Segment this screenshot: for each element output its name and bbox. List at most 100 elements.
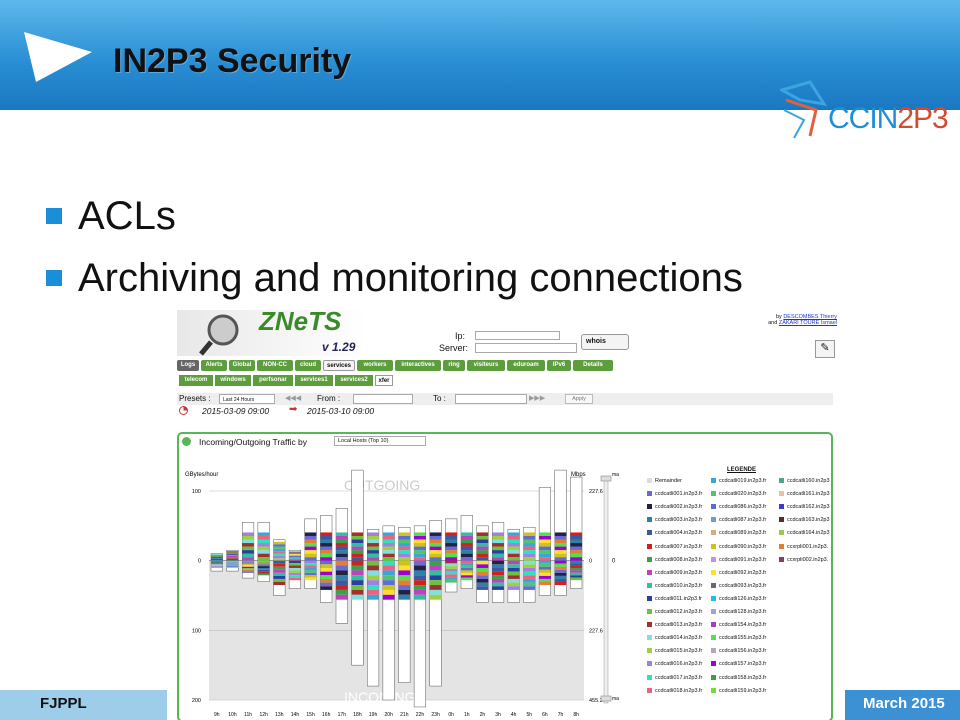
outgoing-segment xyxy=(320,543,332,547)
from-input[interactable] xyxy=(353,394,413,404)
outgoing-segment xyxy=(304,546,317,551)
incoming-segment xyxy=(554,575,567,579)
tab-services[interactable]: services xyxy=(323,360,355,371)
subtab-xfer[interactable]: xfer xyxy=(375,375,393,386)
outgoing-segment xyxy=(570,557,582,561)
incoming-segment xyxy=(211,562,223,564)
subtab-services1[interactable]: services1 xyxy=(295,375,333,386)
outgoing-segment xyxy=(492,553,504,558)
app-screenshot: ZNeTS v 1.29 Ip: Server: whois by DESCOM… xyxy=(167,300,845,720)
incoming-segment xyxy=(304,565,317,568)
wrench-icon[interactable]: ✎ xyxy=(815,340,835,358)
ip-input[interactable] xyxy=(475,331,560,340)
clock-icon xyxy=(179,406,188,415)
incoming-segment xyxy=(507,567,520,572)
legend-label: ccdcatli092.in2p3.fr xyxy=(719,569,767,576)
arrow-flag-icon xyxy=(24,32,92,82)
legend-swatch xyxy=(779,556,784,562)
incoming-segment xyxy=(523,567,536,572)
y-tick-left: 0 xyxy=(198,559,201,565)
incoming-segment xyxy=(226,561,239,563)
legend-swatch xyxy=(711,635,716,641)
legend-swatch xyxy=(647,661,652,667)
subtab-windows[interactable]: windows xyxy=(215,375,251,386)
subtab-telecom[interactable]: telecom xyxy=(179,375,213,386)
legend-swatch xyxy=(711,595,716,601)
legend-swatch xyxy=(711,648,716,654)
range-to: 2015-03-10 09:00 xyxy=(307,406,375,416)
outgoing-segment xyxy=(242,532,254,536)
tab-interactives[interactable]: interactives xyxy=(395,360,441,371)
legend-item: Remainder xyxy=(647,478,682,484)
forward-buttons-icon[interactable]: ▶▶▶ xyxy=(529,395,546,402)
incoming-segment xyxy=(273,563,286,567)
tab-eduroam[interactable]: eduroam xyxy=(507,360,545,371)
incoming-segment xyxy=(367,560,379,566)
tab-non-cc[interactable]: NON-CC xyxy=(257,360,293,371)
incoming-segment xyxy=(523,560,536,565)
incoming-segment xyxy=(382,570,395,576)
collapse-icon[interactable] xyxy=(182,437,191,446)
to-input[interactable] xyxy=(455,394,527,404)
outgoing-segment xyxy=(257,557,270,561)
outgoing-segment xyxy=(570,546,582,551)
tab-workers[interactable]: workers xyxy=(357,360,393,371)
outgoing-segment xyxy=(570,539,582,544)
outgoing-segment xyxy=(461,550,473,554)
tab-details[interactable]: Details xyxy=(573,360,613,371)
incoming-segment xyxy=(320,567,332,572)
legend-item: ccdcatli012.in2p3.fr xyxy=(647,609,702,615)
x-tick-label: 20h xyxy=(385,712,394,718)
x-tick-label: 22h xyxy=(416,712,425,718)
tab-visiteurs[interactable]: visiteurs xyxy=(467,360,505,371)
bullet-square-icon xyxy=(46,208,62,224)
app-logo-text: NeTS xyxy=(274,306,342,336)
incoming-segment xyxy=(507,575,520,579)
incoming-segment xyxy=(226,562,239,564)
apply-button[interactable]: Apply xyxy=(565,394,593,404)
subtab-services2[interactable]: services2 xyxy=(335,375,373,386)
zoom-slider xyxy=(603,477,609,704)
legend-label: ccxrpli001.in2p3. xyxy=(787,543,829,550)
incoming-segment xyxy=(382,585,395,590)
server-select[interactable] xyxy=(475,343,577,353)
outgoing-segment xyxy=(226,558,239,560)
author-link-1[interactable]: DESCOMBES Thierry xyxy=(783,314,837,320)
rewind-buttons-icon[interactable]: ◀◀◀ xyxy=(285,395,302,402)
outgoing-segment xyxy=(429,532,442,536)
tab-alerts[interactable]: Alerts xyxy=(201,360,227,371)
group-by-select[interactable]: Local Hosts (Top 10) xyxy=(334,436,426,446)
outgoing-segment xyxy=(414,557,426,561)
whois-button[interactable]: whois xyxy=(581,334,629,350)
subtab-perfsonar[interactable]: perfsonar xyxy=(253,375,293,386)
presets-value: Last 24 Hours xyxy=(223,397,255,403)
outgoing-segment xyxy=(289,554,301,556)
tab-global[interactable]: Global xyxy=(229,360,255,371)
incoming-segment xyxy=(351,575,364,581)
legend-label: ccdcatli015.in2p3.fr xyxy=(655,648,703,655)
outgoing-segment xyxy=(445,557,457,561)
incoming-segment xyxy=(492,582,504,587)
incoming-segment xyxy=(570,567,582,571)
outgoing-segment xyxy=(273,555,286,559)
legend-swatch xyxy=(647,635,652,641)
legend-swatch xyxy=(711,622,716,628)
tab-ring[interactable]: ring xyxy=(443,360,465,371)
outgoing-segment xyxy=(476,539,489,544)
legend-swatch xyxy=(711,504,716,510)
slider-handle-bottom xyxy=(600,695,612,702)
author-link-2[interactable]: ZAKARI TOURE Ismael xyxy=(778,320,837,326)
legend-item: ccdcatli013.in2p3.fr xyxy=(647,622,702,628)
incoming-segment xyxy=(414,570,426,576)
tab-logs[interactable]: Logs xyxy=(177,360,199,371)
incoming-segment xyxy=(523,578,536,583)
incoming-segment xyxy=(351,565,364,571)
incoming-segment xyxy=(320,560,332,565)
incoming-segment xyxy=(367,585,379,590)
presets-select[interactable]: Last 24 Hours xyxy=(219,394,275,404)
outgoing-segment xyxy=(320,532,332,536)
outgoing-segment xyxy=(336,532,348,536)
tab-cloud[interactable]: cloud xyxy=(295,360,321,371)
outgoing-segment xyxy=(461,539,473,544)
tab-ipv6[interactable]: IPv6 xyxy=(547,360,571,371)
